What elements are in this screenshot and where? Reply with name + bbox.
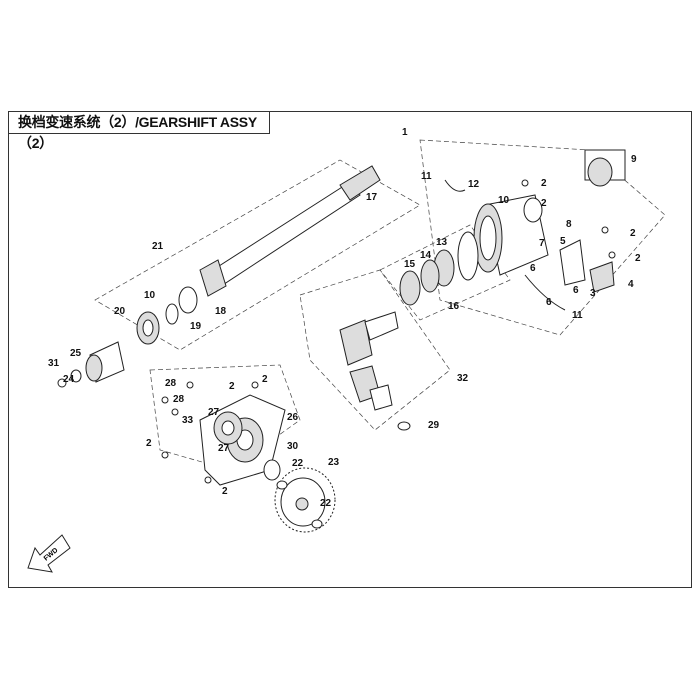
seal-8: [523, 197, 543, 223]
callout-label: 6: [573, 285, 579, 296]
callout-label: 30: [287, 441, 299, 452]
callout-label: 32: [457, 373, 469, 384]
callout-label: 12: [468, 179, 480, 190]
callout-labels: 1222222223456667891010111112131415161718…: [48, 127, 641, 509]
ring-19: [165, 303, 179, 325]
shift-arm: [559, 239, 615, 293]
callout-label: 26: [287, 412, 299, 423]
fwd-arrow-icon: FWD: [27, 534, 71, 573]
bolts: [161, 179, 616, 484]
clip-11-top: [444, 179, 466, 192]
callout-label: 2: [630, 228, 636, 239]
callout-label: 6: [530, 263, 536, 274]
callout-label: 19: [190, 321, 202, 332]
callout-label: 9: [631, 154, 637, 165]
callout-label: 11: [421, 171, 432, 182]
callout-label: 5: [560, 236, 566, 247]
group-outline-shaft: [94, 159, 421, 351]
callout-label: 2: [262, 374, 268, 385]
bearing-16: [399, 270, 421, 306]
callout-label: 20: [114, 306, 126, 317]
callout-label: 21: [152, 241, 164, 252]
coupler-25: [57, 341, 125, 388]
output-shaft: [199, 165, 381, 297]
diagram-title: 换档变速系统（2）/GEARSHIFT ASSY（2）: [8, 111, 270, 151]
callout-label: 14: [420, 250, 432, 261]
callout-label: 2: [541, 178, 547, 189]
bearing-18: [178, 286, 198, 314]
callout-label: 18: [215, 306, 227, 317]
callout-label: 25: [70, 348, 82, 359]
callout-label: 33: [182, 415, 194, 426]
callout-label: 22: [320, 498, 332, 509]
diagram-frame: [8, 111, 692, 588]
bearing-15: [420, 259, 440, 293]
ring-29: [397, 421, 411, 431]
callout-label: 22: [292, 458, 304, 469]
washer-22a: [276, 480, 288, 490]
group-outline-cover: [149, 364, 301, 471]
o-ring-13: [457, 231, 479, 281]
callout-label: 27: [218, 443, 230, 454]
callout-label: 10: [498, 195, 510, 206]
spur-gear-23: [274, 467, 336, 533]
bevel-gear-set: [339, 311, 411, 431]
callout-label: 16: [448, 301, 460, 312]
callout-label: 23: [328, 457, 340, 468]
callout-label: 10: [144, 290, 156, 301]
callout-label: 7: [539, 238, 545, 249]
callout-label: 2: [541, 198, 547, 209]
callout-label: 3: [590, 288, 596, 299]
callout-label: 6: [546, 297, 552, 308]
washer-22b: [311, 519, 323, 529]
callout-label: 2: [146, 438, 152, 449]
callout-label: 28: [173, 394, 185, 405]
callout-label: 17: [366, 192, 378, 203]
callout-label: 11: [572, 310, 583, 321]
callout-label: 2: [229, 381, 235, 392]
callout-label: 8: [566, 219, 572, 230]
callout-label: 15: [404, 259, 416, 270]
group-outline-bevel-gears: [299, 269, 451, 431]
callout-label: 27: [208, 407, 220, 418]
callout-label: 28: [165, 378, 177, 389]
callout-label: 31: [48, 358, 60, 369]
cover-26: [199, 394, 286, 486]
callout-label: 13: [436, 237, 448, 248]
callout-label: 1: [402, 127, 408, 138]
seal-30: [263, 459, 281, 481]
callout-label: 4: [628, 279, 634, 290]
clip-11-bottom: [524, 274, 566, 311]
callout-label: 2: [635, 253, 641, 264]
callout-label: 29: [428, 420, 440, 431]
callout-label: 24: [63, 374, 75, 385]
flange-9: [523, 149, 626, 223]
callout-label: 2: [222, 486, 228, 497]
